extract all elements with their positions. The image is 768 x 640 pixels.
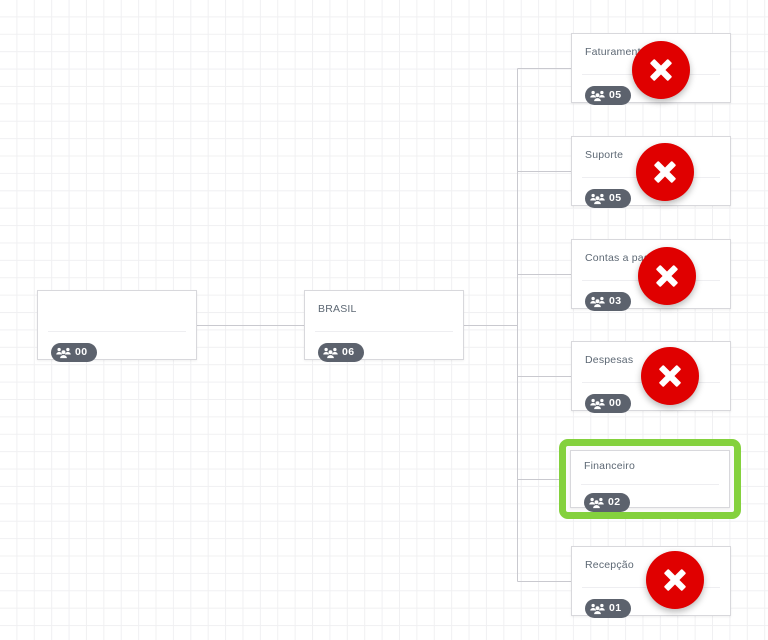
node-financeiro-member-badge[interactable]: 02 [584, 493, 630, 512]
group-people-icon [589, 497, 604, 509]
close-x-icon [654, 161, 676, 183]
node-divider [48, 331, 186, 332]
node-brasil-title: BRASIL [318, 303, 357, 315]
node-recepcao-remove-button[interactable] [646, 551, 704, 609]
node-faturamento-member-badge[interactable]: 05 [585, 86, 631, 105]
node-faturamento-member-count: 05 [609, 89, 622, 102]
group-people-icon [590, 603, 605, 615]
node-financeiro-member-count: 02 [608, 496, 621, 509]
node-despesas-remove-button[interactable] [641, 347, 699, 405]
node-brasil[interactable]: BRASIL 06 [304, 290, 464, 362]
close-x-icon [659, 365, 681, 387]
node-despesas-member-count: 00 [609, 397, 622, 410]
node-root-member-count: 00 [75, 346, 88, 359]
node-recepcao-member-count: 01 [609, 602, 622, 615]
close-x-icon [664, 569, 686, 591]
node-divider [581, 484, 719, 485]
node-brasil-member-badge[interactable]: 06 [318, 343, 364, 362]
node-recepcao-member-badge[interactable]: 01 [585, 599, 631, 618]
close-x-icon [650, 59, 672, 81]
node-suporte-member-count: 05 [609, 192, 622, 205]
node-contas-a-pagar-remove-button[interactable] [638, 247, 696, 305]
node-suporte-remove-button[interactable] [636, 143, 694, 201]
node-suporte-title: Suporte [585, 149, 624, 161]
node-recepcao-title: Recepção [585, 559, 634, 571]
node-root-member-badge[interactable]: 00 [51, 343, 97, 362]
group-people-icon [590, 90, 605, 102]
node-contas-a-pagar-member-count: 03 [609, 295, 622, 308]
close-x-icon [656, 265, 678, 287]
node-faturamento-title: Faturamento [585, 46, 647, 58]
group-people-icon [56, 347, 71, 359]
node-divider [315, 331, 453, 332]
group-people-icon [323, 347, 338, 359]
group-people-icon [590, 296, 605, 308]
node-suporte-member-badge[interactable]: 05 [585, 189, 631, 208]
node-financeiro[interactable]: Financeiro 02 [570, 450, 730, 512]
node-faturamento-remove-button[interactable] [632, 41, 690, 99]
node-despesas-member-badge[interactable]: 00 [585, 394, 631, 413]
node-despesas-title: Despesas [585, 354, 634, 366]
group-people-icon [590, 398, 605, 410]
node-contas-a-pagar-member-badge[interactable]: 03 [585, 292, 631, 311]
node-root[interactable]: 00 [37, 290, 197, 362]
group-people-icon [590, 193, 605, 205]
node-brasil-member-count: 06 [342, 346, 355, 359]
node-financeiro-title: Financeiro [584, 460, 636, 472]
